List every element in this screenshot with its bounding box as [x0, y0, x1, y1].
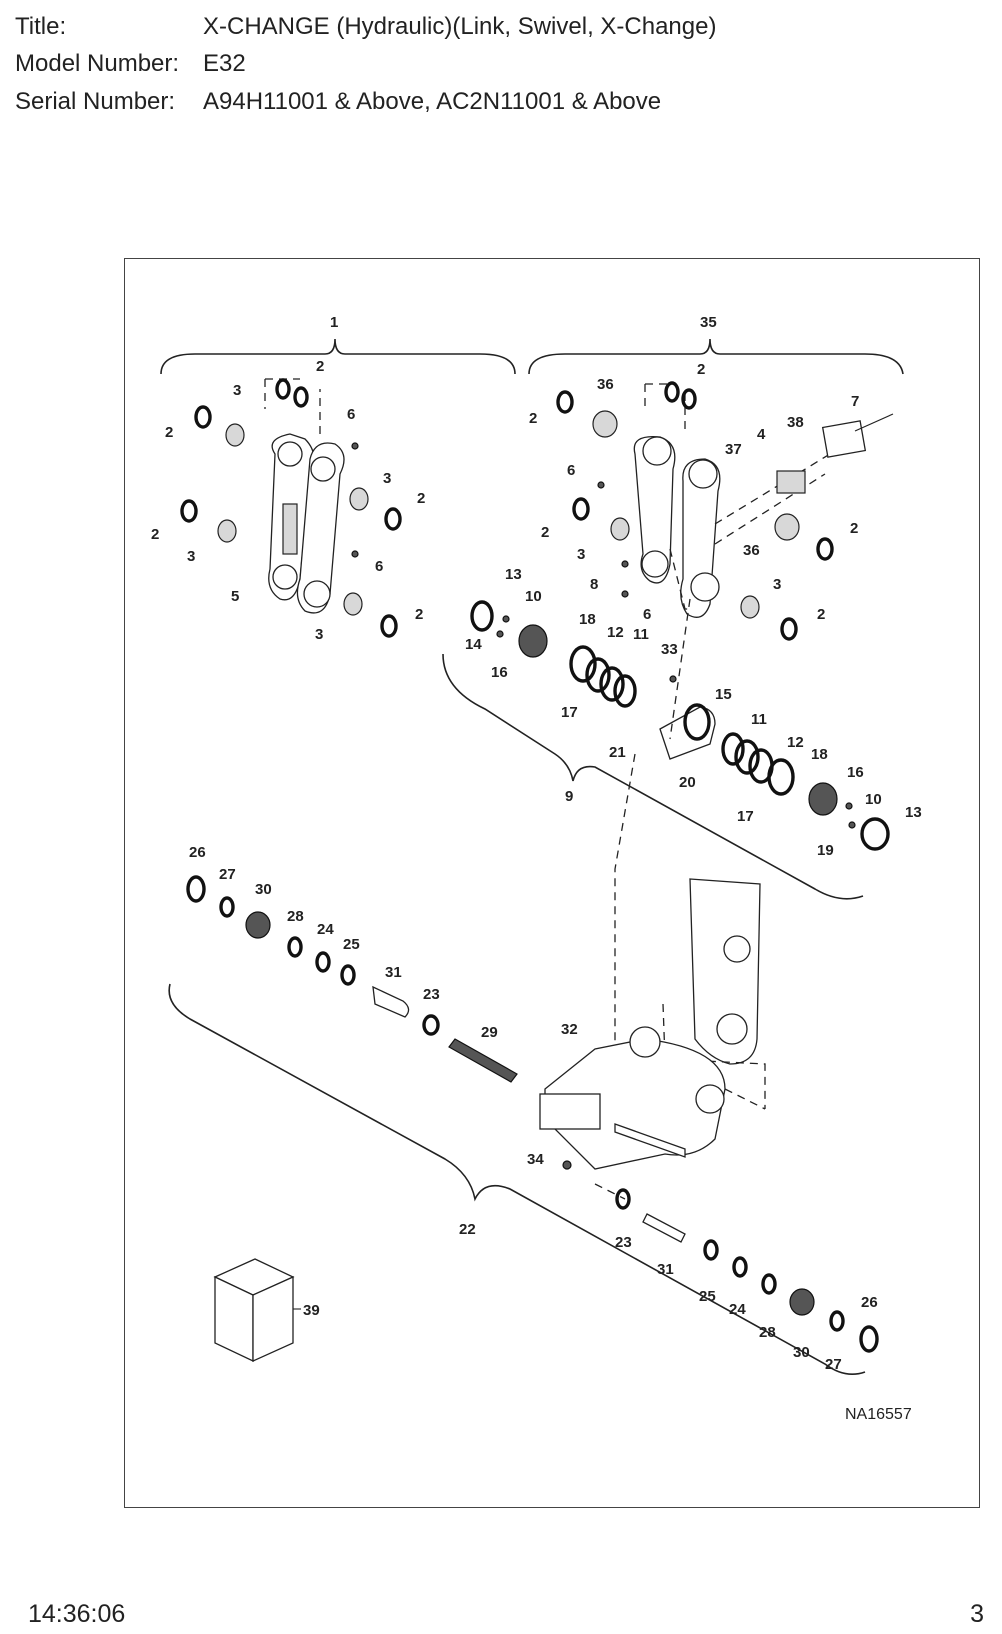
callout-2-d: 2 — [151, 526, 159, 543]
timestamp: 14:36:06 — [28, 1600, 126, 1628]
callout-2-j: 2 — [817, 606, 825, 623]
callout-3-f: 3 — [773, 576, 781, 593]
callout-12-b: 12 — [787, 734, 804, 751]
arm-stub — [662, 878, 766, 1110]
callout-31-b: 31 — [657, 1261, 674, 1278]
page-number: 3 — [970, 1600, 984, 1628]
callout-5: 5 — [231, 588, 239, 605]
callout-29: 29 — [481, 1024, 498, 1041]
exploded-parts-diagram: 1 2 3 2 6 3 2 2 3 6 5 3 2 35 — [151, 314, 922, 1423]
callout-6-d: 6 — [643, 606, 651, 623]
callout-8: 8 — [590, 576, 598, 593]
model-number-value: E32 — [203, 50, 246, 77]
callout-2-g: 2 — [529, 410, 537, 427]
model-number-label: Model Number: — [15, 50, 180, 77]
callout-38: 38 — [787, 414, 804, 431]
callout-18-b: 18 — [811, 746, 828, 763]
title-value: X-CHANGE (Hydraulic)(Link, Swivel, X-Cha… — [203, 13, 717, 40]
callout-35: 35 — [700, 314, 717, 331]
callout-36-a: 36 — [597, 376, 614, 393]
callout-34: 34 — [527, 1151, 544, 1168]
callout-24-a: 24 — [317, 921, 334, 938]
callout-3-b: 3 — [383, 470, 391, 487]
callout-11-a: 11 — [633, 626, 649, 643]
callout-3-d: 3 — [315, 626, 323, 643]
callout-20: 20 — [679, 774, 696, 791]
link-swivel-part — [633, 435, 721, 618]
callout-3-c: 3 — [187, 548, 195, 565]
callout-11-b: 11 — [751, 711, 767, 728]
callout-3-a: 3 — [233, 382, 241, 399]
callout-9: 9 — [565, 788, 573, 805]
callout-27-a: 27 — [219, 866, 236, 883]
callout-13-b: 13 — [905, 804, 922, 821]
callout-2-a: 2 — [316, 358, 324, 375]
callout-14: 14 — [465, 636, 482, 653]
callout-10-a: 10 — [525, 588, 542, 605]
callout-18-a: 18 — [579, 611, 596, 628]
callout-23-a: 23 — [423, 986, 440, 1003]
callout-30-b: 30 — [793, 1344, 810, 1361]
callout-2-b: 2 — [165, 424, 173, 441]
callout-28-b: 28 — [759, 1324, 776, 1341]
callout-2-c: 2 — [417, 490, 425, 507]
callout-16-b: 16 — [847, 764, 864, 781]
callout-6-c: 6 — [567, 462, 575, 479]
bracket-assembly-35 — [528, 338, 904, 375]
callout-25-b: 25 — [699, 1288, 716, 1305]
callout-30-a: 30 — [255, 881, 272, 898]
callout-15: 15 — [715, 686, 732, 703]
callout-2-e: 2 — [415, 606, 423, 623]
callout-12-a: 12 — [607, 624, 624, 641]
callout-39: 39 — [303, 1302, 320, 1319]
callout-26-a: 26 — [189, 844, 206, 861]
callout-7: 7 — [851, 393, 859, 410]
callout-28-a: 28 — [287, 908, 304, 925]
callout-22: 22 — [459, 1221, 476, 1238]
callout-36-b: 36 — [743, 542, 760, 559]
serial-number-label: Serial Number: — [15, 88, 176, 115]
callout-13-a: 13 — [505, 566, 522, 583]
kit-box-part — [213, 1258, 301, 1363]
drawing-number: NA16557 — [845, 1406, 912, 1423]
parts-diagram-frame: 1 2 3 2 6 3 2 2 3 6 5 3 2 35 — [124, 258, 980, 1508]
callout-2-f: 2 — [697, 361, 705, 378]
callout-26-b: 26 — [861, 1294, 878, 1311]
callout-4: 4 — [757, 426, 766, 443]
callout-27-b: 27 — [825, 1356, 842, 1373]
callout-23-b: 23 — [615, 1234, 632, 1251]
callout-2-i: 2 — [850, 520, 858, 537]
callout-6-a: 6 — [347, 406, 355, 423]
title-label: Title: — [15, 13, 67, 40]
callout-31-a: 31 — [385, 964, 402, 981]
bracket-assembly-1 — [160, 338, 516, 375]
link-part — [268, 433, 345, 614]
callout-37: 37 — [725, 441, 742, 458]
bracket-swivel-9 — [442, 653, 864, 900]
callout-24-b: 24 — [729, 1301, 746, 1318]
bracket-xchange-22 — [168, 983, 866, 1375]
callout-19: 19 — [817, 842, 834, 859]
callout-17-a: 17 — [561, 704, 578, 721]
callout-21: 21 — [609, 744, 626, 761]
xchange-coupler-part — [539, 1026, 726, 1170]
callout-1: 1 — [330, 314, 338, 331]
callout-32: 32 — [561, 1021, 578, 1038]
callout-2-h: 2 — [541, 524, 549, 541]
callout-10-b: 10 — [865, 791, 882, 808]
callout-16-a: 16 — [491, 664, 508, 681]
callout-25-a: 25 — [343, 936, 360, 953]
callout-3-e: 3 — [577, 546, 585, 563]
callout-6-b: 6 — [375, 558, 383, 575]
callout-33: 33 — [661, 641, 678, 658]
serial-number-value: A94H11001 & Above, AC2N11001 & Above — [203, 88, 662, 115]
callout-17-b: 17 — [737, 808, 754, 825]
